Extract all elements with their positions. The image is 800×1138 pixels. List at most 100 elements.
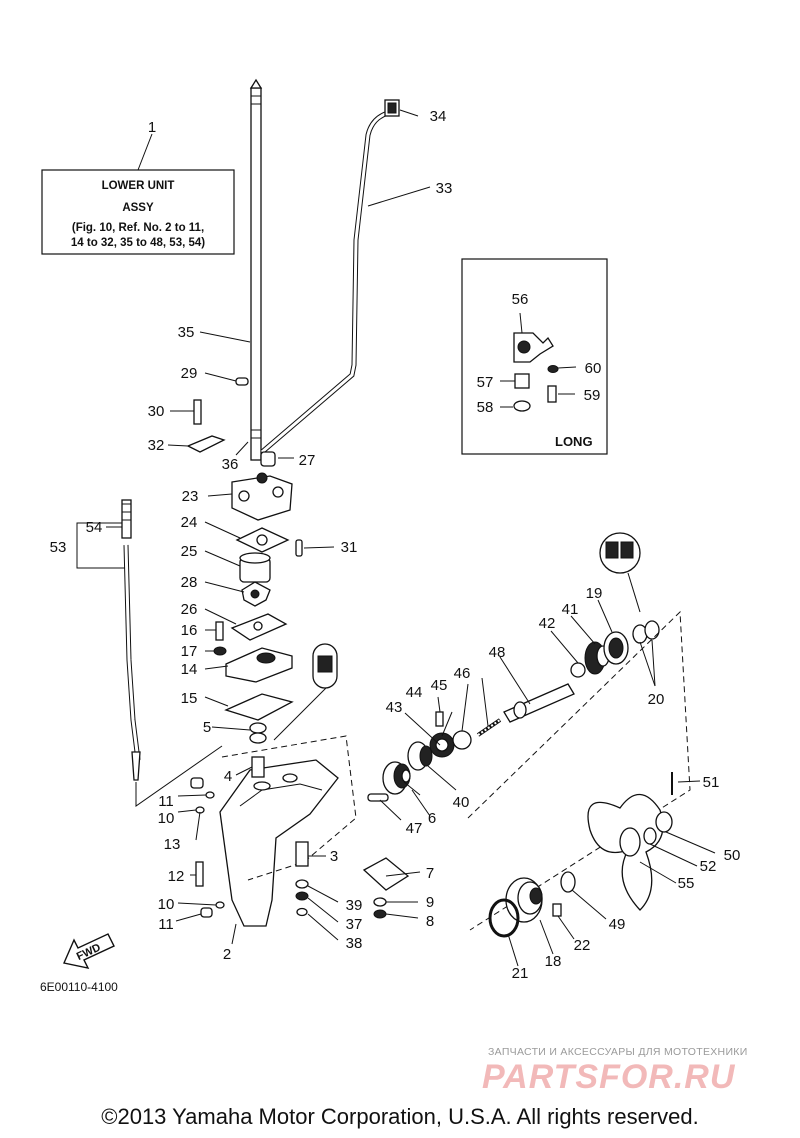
callout-13: 13 xyxy=(164,836,181,853)
callout-57: 57 xyxy=(477,374,494,391)
leader-lines xyxy=(106,109,716,967)
callout-54: 54 xyxy=(86,519,103,536)
callout-25: 25 xyxy=(181,543,198,560)
bushing-part xyxy=(514,373,530,389)
bearing-19-part xyxy=(603,631,629,665)
callout-52: 52 xyxy=(700,858,717,875)
gasket-part xyxy=(224,693,294,721)
lower-unit-assy-box: LOWER UNIT ASSY (Fig. 10, Ref. No. 2 to … xyxy=(41,133,235,255)
callout-47: 47 xyxy=(406,820,423,837)
long-version-inset: LONG xyxy=(461,258,608,455)
fwd-arrow-icon: FWD xyxy=(63,933,115,969)
pin-44-part xyxy=(435,711,444,727)
shift-rod-bracket-part xyxy=(513,332,554,363)
washer-17-part xyxy=(213,646,227,656)
callout-27: 27 xyxy=(299,452,316,469)
bolt-16-part xyxy=(215,621,224,641)
callout-9: 9 xyxy=(426,894,434,911)
callout-40: 40 xyxy=(453,794,470,811)
diagram-code: 6E00110-4100 xyxy=(40,980,118,994)
plate-32-part xyxy=(186,435,226,453)
grommet-part xyxy=(384,99,400,117)
callout-7: 7 xyxy=(426,865,434,882)
callout-10b: 10 xyxy=(158,896,175,913)
callout-58: 58 xyxy=(477,399,494,416)
callout-23: 23 xyxy=(182,488,199,505)
washer-45-part xyxy=(452,730,472,750)
watermark-logo: PARTSFOR.RU xyxy=(482,1058,736,1096)
propeller-part xyxy=(587,793,664,911)
bushing-4-part xyxy=(251,756,265,778)
callout-48: 48 xyxy=(489,644,506,661)
callout-6: 6 xyxy=(428,810,436,827)
assy-box-line3: (Fig. 10, Ref. No. 2 to 11, xyxy=(72,222,204,234)
propeller-shaft-housing-part xyxy=(505,877,543,923)
callout-29: 29 xyxy=(181,365,198,382)
callout-49: 49 xyxy=(609,916,626,933)
drive-shaft-part xyxy=(249,78,263,461)
callout-41: 41 xyxy=(562,601,579,618)
callout-16: 16 xyxy=(181,622,198,639)
callout-44: 44 xyxy=(406,684,423,701)
callout-37: 37 xyxy=(346,916,363,933)
pinion-gear-part xyxy=(429,732,455,758)
callout-53: 53 xyxy=(50,539,67,556)
pin-47-part xyxy=(367,793,389,802)
callout-18: 18 xyxy=(545,953,562,970)
callout-55: 55 xyxy=(678,875,695,892)
callout-38: 38 xyxy=(346,935,363,952)
callout-8: 8 xyxy=(426,913,434,930)
callout-34: 34 xyxy=(430,108,447,125)
callout-4: 4 xyxy=(224,768,232,785)
shift-rod-part xyxy=(121,499,141,781)
watermark-tagline: ЗАПЧАСТИ И АКСЕССУАРЫ ДЛЯ МОТОТЕХНИКИ xyxy=(488,1046,748,1058)
callout-1: 1 xyxy=(148,119,156,136)
pin-29-part xyxy=(235,377,249,386)
callout-26: 26 xyxy=(181,601,198,618)
callout-42: 42 xyxy=(539,615,556,632)
oil-seal-part xyxy=(249,722,267,734)
anode-3-part xyxy=(295,841,309,867)
shim-42-part xyxy=(570,662,586,678)
callout-24: 24 xyxy=(181,514,198,531)
assy-box-line4: 14 to 32, 35 to 48, 53, 54) xyxy=(71,237,205,249)
callout-21: 21 xyxy=(512,965,529,982)
forward-gear-part xyxy=(382,761,411,795)
callout-3: 3 xyxy=(330,848,338,865)
callout-11b: 11 xyxy=(158,916,174,933)
callout-35: 35 xyxy=(178,324,195,341)
callout-31: 31 xyxy=(341,539,358,556)
callout-5: 5 xyxy=(203,719,211,736)
callout-2: 2 xyxy=(223,946,231,963)
callout-15: 15 xyxy=(181,690,198,707)
shim-detail-inset xyxy=(599,532,641,613)
assy-box-line1: LOWER UNIT xyxy=(102,180,175,192)
callout-45: 45 xyxy=(431,677,448,694)
fwd-label: FWD xyxy=(75,942,103,963)
washer-part xyxy=(513,400,531,412)
copyright-notice: ©2013 Yamaha Motor Corporation, U.S.A. A… xyxy=(101,1104,698,1129)
callout-28: 28 xyxy=(181,574,198,591)
callout-56: 56 xyxy=(512,291,529,308)
callout-17: 17 xyxy=(181,643,198,660)
callout-51: 51 xyxy=(703,774,720,791)
nut-part xyxy=(547,365,559,373)
callout-22: 22 xyxy=(574,937,591,954)
callout-32: 32 xyxy=(148,437,165,454)
washer-49-part xyxy=(560,871,576,893)
screw-part xyxy=(547,385,557,403)
bolt-22-part xyxy=(552,903,562,917)
bolt-30-part xyxy=(193,399,202,425)
callout-20: 20 xyxy=(648,691,665,708)
o-ring-part xyxy=(488,898,520,938)
callout-10a: 10 xyxy=(158,810,175,827)
dowel-31-part xyxy=(295,539,303,557)
nut-50-part xyxy=(655,811,673,833)
pump-plate-part xyxy=(225,647,293,683)
callout-30: 30 xyxy=(148,403,165,420)
grommet-27-part xyxy=(260,451,276,467)
washer-52-part xyxy=(643,827,657,845)
callout-12: 12 xyxy=(168,868,185,885)
callout-19: 19 xyxy=(586,585,603,602)
assy-box-line2: ASSY xyxy=(122,202,154,214)
